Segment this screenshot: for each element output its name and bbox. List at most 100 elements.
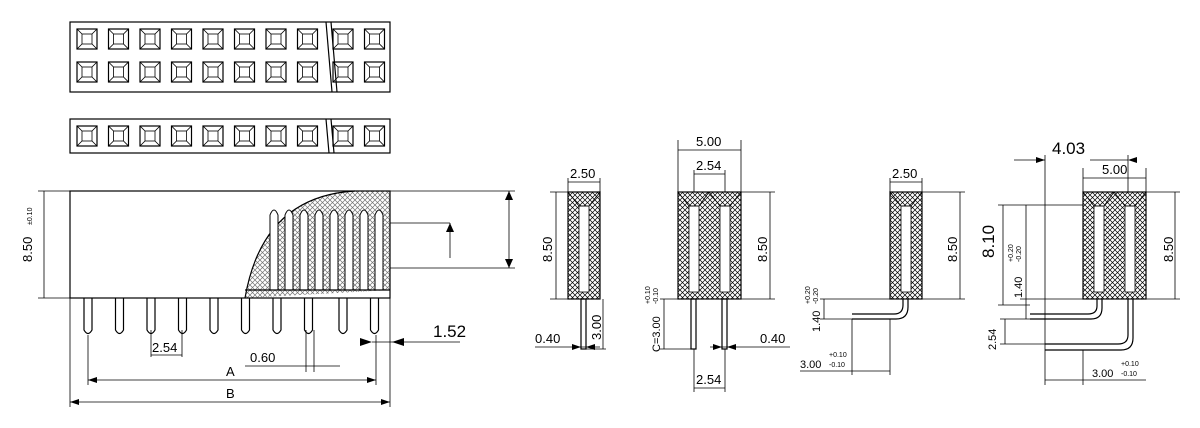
pin-hole-inner [113,33,124,45]
side-view-single-straight: 2.50 8.50 3.00 0.40 [535,166,606,350]
pin-hole-inner [81,66,93,78]
pin-hole-chamfer [265,61,287,83]
pin-hole-inner [176,66,187,78]
contact-spring [314,209,324,290]
pin-hole-inner [81,130,93,142]
pin-hole-inner [176,33,187,45]
pin-hole-inner [144,130,156,142]
front-pin [209,298,219,335]
pin-hole-outer [170,61,193,83]
contact-spring [329,209,339,290]
pin-hole-chamfer [139,28,161,50]
pin-hole-chamfer [202,28,224,50]
pin-hole-chamfer [297,125,318,147]
v2-tail-c-label: C=3.00 [651,316,663,352]
pin-hole-inner [239,130,250,142]
v2-pin-label: 0.40 [760,331,785,346]
pin-hole-chamfer [332,28,354,50]
front-pin [303,298,314,335]
side-view-double-right-angle: 4.03 5.00 8.50 8.10 1.40 +0.20 -0.20 2.5… [979,139,1180,385]
pin-hole-inner [369,66,380,78]
pin-hole-outer [107,125,130,147]
v4-height-label: 8.50 [1161,237,1176,262]
pin-hole-inner [369,130,380,142]
v3-leg-tol-plus: +0.10 [829,352,847,359]
v4-height-inner-label: 8.10 [979,225,998,258]
pin-hole-chamfer [171,125,192,147]
pin-hole-chamfer [332,61,354,83]
pin-hole-outer [202,28,224,50]
v3-leg-label: 3.00 [800,359,821,371]
pin-hole-inner [176,130,187,142]
pin-hole-outer [363,61,386,83]
pin-hole-inner [207,33,219,45]
front-pin [114,298,125,335]
pin-hole-inner [207,130,219,142]
pin-hole-outer [139,125,161,147]
pin-hole-chamfer [297,61,318,83]
v2-pitch-top-label: 2.54 [696,158,721,173]
pin-hole-inner [207,66,219,78]
v4-bend-label: 1.40 [1013,277,1025,298]
pin-hole-chamfer [364,61,385,83]
pin-hole-inner [113,66,124,78]
pin-hole-chamfer [171,28,192,50]
v3-bend-tol-minus: -0.20 [813,288,820,304]
pin-hole-outer [202,125,224,147]
v1-width-label: 2.50 [570,166,595,181]
v1-height-label: 8.50 [540,237,555,262]
v2-width-label: 5.00 [696,134,721,149]
v4-leg-label: 3.00 [1092,368,1113,380]
contact-spring [284,209,294,290]
pin-hole-chamfer [332,125,354,147]
side-view-single-right-angle: 2.50 8.50 1.40 +0.20 -0.20 3.00 +0.10 -0… [800,166,965,375]
v4-overall-label: 4.03 [1052,139,1085,158]
pin-hole-outer [296,28,319,50]
v4-pitch-label: 2.54 [987,329,999,350]
pitch-front-label: 2.54 [152,340,177,355]
pin-hole-inner [81,33,93,45]
front-pin [177,298,188,335]
v4-bend-tol-plus: +0.20 [1008,244,1015,262]
v2-height-label: 8.50 [755,237,770,262]
top-view-single-row [69,118,391,154]
pin-hole-outer [363,125,386,147]
v4-leg-tol-plus: +0.10 [1121,361,1139,368]
pin-hole-outer [107,61,130,83]
pin-hole-chamfer [108,61,129,83]
front-pin [338,298,348,335]
pin-hole-inner [239,33,250,45]
pin-width-front-label: 0.60 [250,350,275,365]
contact-spring [344,209,354,290]
v3-height-label: 8.50 [945,237,960,262]
pin-hole-outer [202,61,224,83]
v3-width-label: 2.50 [892,166,917,181]
pin-hole-inner [270,130,282,142]
side-view-double-straight: 5.00 2.54 8.50 C=3.00 +0.10 -0.10 0.40 2… [645,134,790,392]
pin-hole-chamfer [265,28,287,50]
pin-hole-inner [144,33,156,45]
pin-hole-chamfer [234,61,255,83]
pin-hole-outer [170,125,193,147]
height-main-label: 8.50 [20,237,35,262]
pin-hole-chamfer [171,61,192,83]
pin-hole-outer [233,125,256,147]
pin-hole-chamfer [139,125,161,147]
pin-hole-inner [337,66,349,78]
pin-hole-chamfer [76,28,98,50]
pin-hole-outer [332,61,354,83]
pin-hole-outer [332,28,354,50]
pin-hole-chamfer [76,125,98,147]
pin-hole-outer [363,28,386,50]
front-pin [272,298,282,335]
pin-hole-chamfer [202,61,224,83]
pin-hole-outer [233,28,256,50]
pin-hole-chamfer [76,61,98,83]
pin-hole-chamfer [364,28,385,50]
height-main-tol: ±0.10 [27,207,34,225]
pin-hole-outer [139,28,161,50]
v1-tail-label: 3.00 [589,315,604,340]
pin-hole-inner [337,33,349,45]
v3-leg-tol-minus: -0.10 [829,362,845,369]
